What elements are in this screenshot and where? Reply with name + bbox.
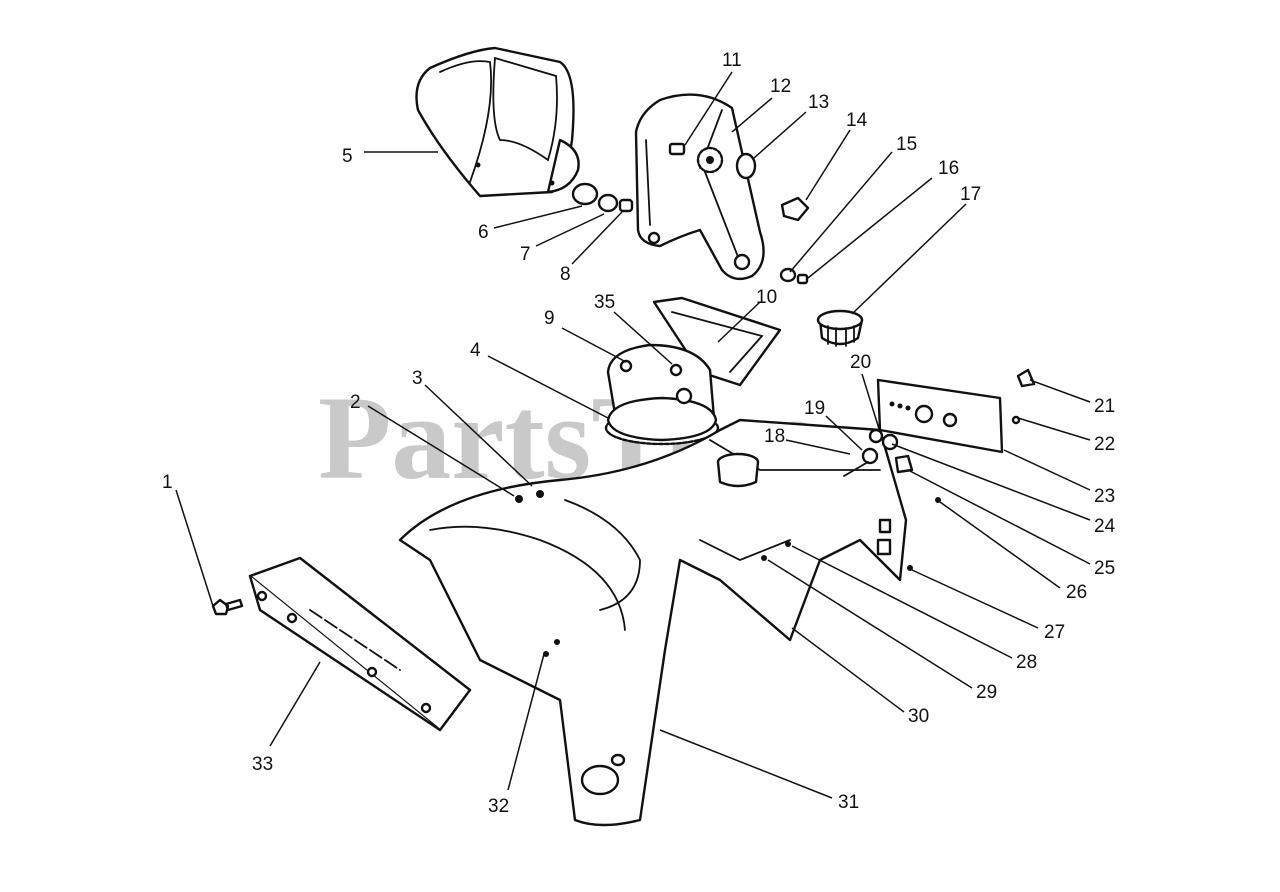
callout-3: 3 [412, 368, 423, 389]
callout-21: 21 [1094, 396, 1115, 417]
callout-27: 27 [1044, 622, 1065, 643]
callout-12: 12 [770, 76, 791, 97]
callout-19: 19 [804, 398, 825, 419]
callout-13: 13 [808, 92, 829, 113]
ring-mount [716, 452, 760, 488]
auger-housing [398, 418, 908, 827]
callout-4: 4 [470, 340, 481, 361]
callout-6: 6 [478, 222, 489, 243]
chute-gear [668, 142, 724, 174]
callout-11: 11 [722, 50, 742, 71]
switch-parts [843, 428, 914, 477]
callout-23: 23 [1094, 486, 1115, 507]
callout-35: 35 [594, 292, 615, 313]
callout-26: 26 [1066, 582, 1087, 603]
callout-10: 10 [756, 287, 777, 308]
callout-7: 7 [520, 244, 531, 265]
callout-28: 28 [1016, 652, 1037, 673]
callout-labels: 1 2 3 4 5 6 7 8 9 35 10 11 12 13 14 15 1… [162, 50, 1116, 817]
callout-5: 5 [342, 146, 353, 167]
callout-32: 32 [488, 796, 509, 817]
callout-33: 33 [252, 754, 273, 775]
callout-2: 2 [350, 392, 361, 413]
chute-washers [571, 182, 634, 213]
leader-lines [175, 71, 1091, 799]
callout-20: 20 [850, 352, 871, 373]
callout-25: 25 [1094, 558, 1115, 579]
callout-30: 30 [908, 706, 929, 727]
callout-15: 15 [896, 134, 917, 155]
bolt-1 [211, 598, 244, 616]
callout-17: 17 [960, 184, 981, 205]
callout-18: 18 [764, 426, 785, 447]
callout-24: 24 [1094, 516, 1116, 537]
callout-22: 22 [1094, 434, 1115, 455]
callout-1: 1 [162, 472, 173, 493]
chute-deflector [415, 46, 580, 198]
callout-16: 16 [938, 158, 959, 179]
callout-31: 31 [838, 792, 859, 813]
callout-29: 29 [976, 682, 997, 703]
control-knob [816, 309, 864, 347]
callout-9: 9 [544, 308, 555, 329]
callout-14: 14 [846, 110, 868, 131]
callout-8: 8 [560, 264, 571, 285]
control-panel [876, 378, 1004, 454]
clip-21 [1016, 368, 1036, 388]
chute-ring-assembly [604, 296, 782, 446]
scraper-bar [248, 556, 472, 732]
chute-bracket [634, 93, 765, 281]
